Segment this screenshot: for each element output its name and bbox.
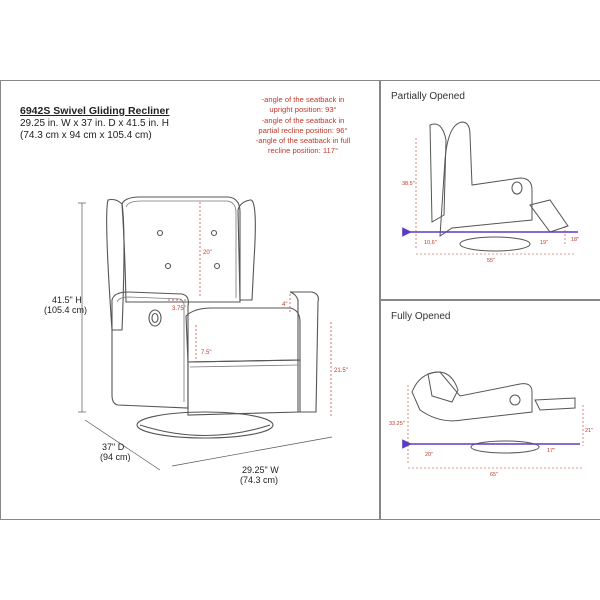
dimensions-cm: (74.3 cm x 94 cm x 105.4 cm) [20,130,152,141]
backrest [121,196,241,303]
tuft-button [210,229,218,237]
angle-note-line: -angle of the seatback in [261,115,345,125]
full-back-ext-label: 20" [425,452,433,458]
angle-note-line: recline position: 117° [267,146,338,156]
partial-view-frame [379,80,600,301]
partial-height-label: 38.5" [402,181,415,187]
partial-back-ext-label: 10.6" [424,240,437,246]
partial-dimension-lines [402,138,578,255]
right-arm [289,291,319,413]
seatback-angle-notes: -angle of the seatback in upright positi… [228,95,378,157]
right-wing [237,199,256,301]
angle-note-line: partial recline position: 96° [258,125,348,135]
tuft-button [164,262,172,270]
left-wing [106,198,125,331]
main-depth-label: 37" D [102,442,125,452]
product-title: 6942S Swivel Gliding Recliner [20,105,170,117]
full-view-title: Fully Opened [391,311,451,322]
recline-handle [148,309,162,327]
arm-width-label: 3.75" [172,306,186,312]
front-skirt [187,359,301,416]
main-chair-drawing [106,196,319,439]
angle-note-line: -angle of the seatback in [261,95,345,104]
back-height-label: 20" [203,250,212,256]
seat-depth-label: 7.5" [201,350,211,356]
main-depth-cm-label: (94 cm) [100,452,131,462]
angle-note-line: upright position: 93° [269,105,337,115]
tuft-button [213,262,221,270]
angle-note-line: -angle of the seatback in full [255,136,351,146]
partial-foot-ext-label: 19" [540,240,548,246]
main-dimension-lines [78,202,333,471]
main-width-label: 29.25" W [242,465,279,475]
partial-total-depth-label: 55" [487,258,495,264]
full-view-frame [379,299,600,520]
main-width-cm-label: (74.3 cm) [240,475,278,485]
partial-chair-drawing [429,121,569,252]
seat-cushion [185,307,301,363]
tuft-button [156,229,164,237]
main-height-label: 41.5" H [52,295,82,305]
left-arm [111,291,189,409]
full-dimension-lines [402,385,584,469]
swivel-base [136,411,274,439]
partial-foot-height-label: 18" [571,237,579,243]
arm-height-label: 21.5" [334,368,348,374]
full-foot-height-label: 21" [585,428,593,434]
partial-view-title: Partially Opened [391,91,465,102]
full-total-depth-label: 65" [490,472,498,478]
full-height-label: 33.25" [389,421,405,427]
dimensions-inches: 29.25 in. W x 37 in. D x 41.5 in. H [20,118,169,129]
main-height-cm-label: (105.4 cm) [44,305,87,315]
arm-offset-label: 4" [282,302,287,308]
full-foot-ext-label: 17" [547,448,555,454]
full-chair-drawing [411,371,576,454]
